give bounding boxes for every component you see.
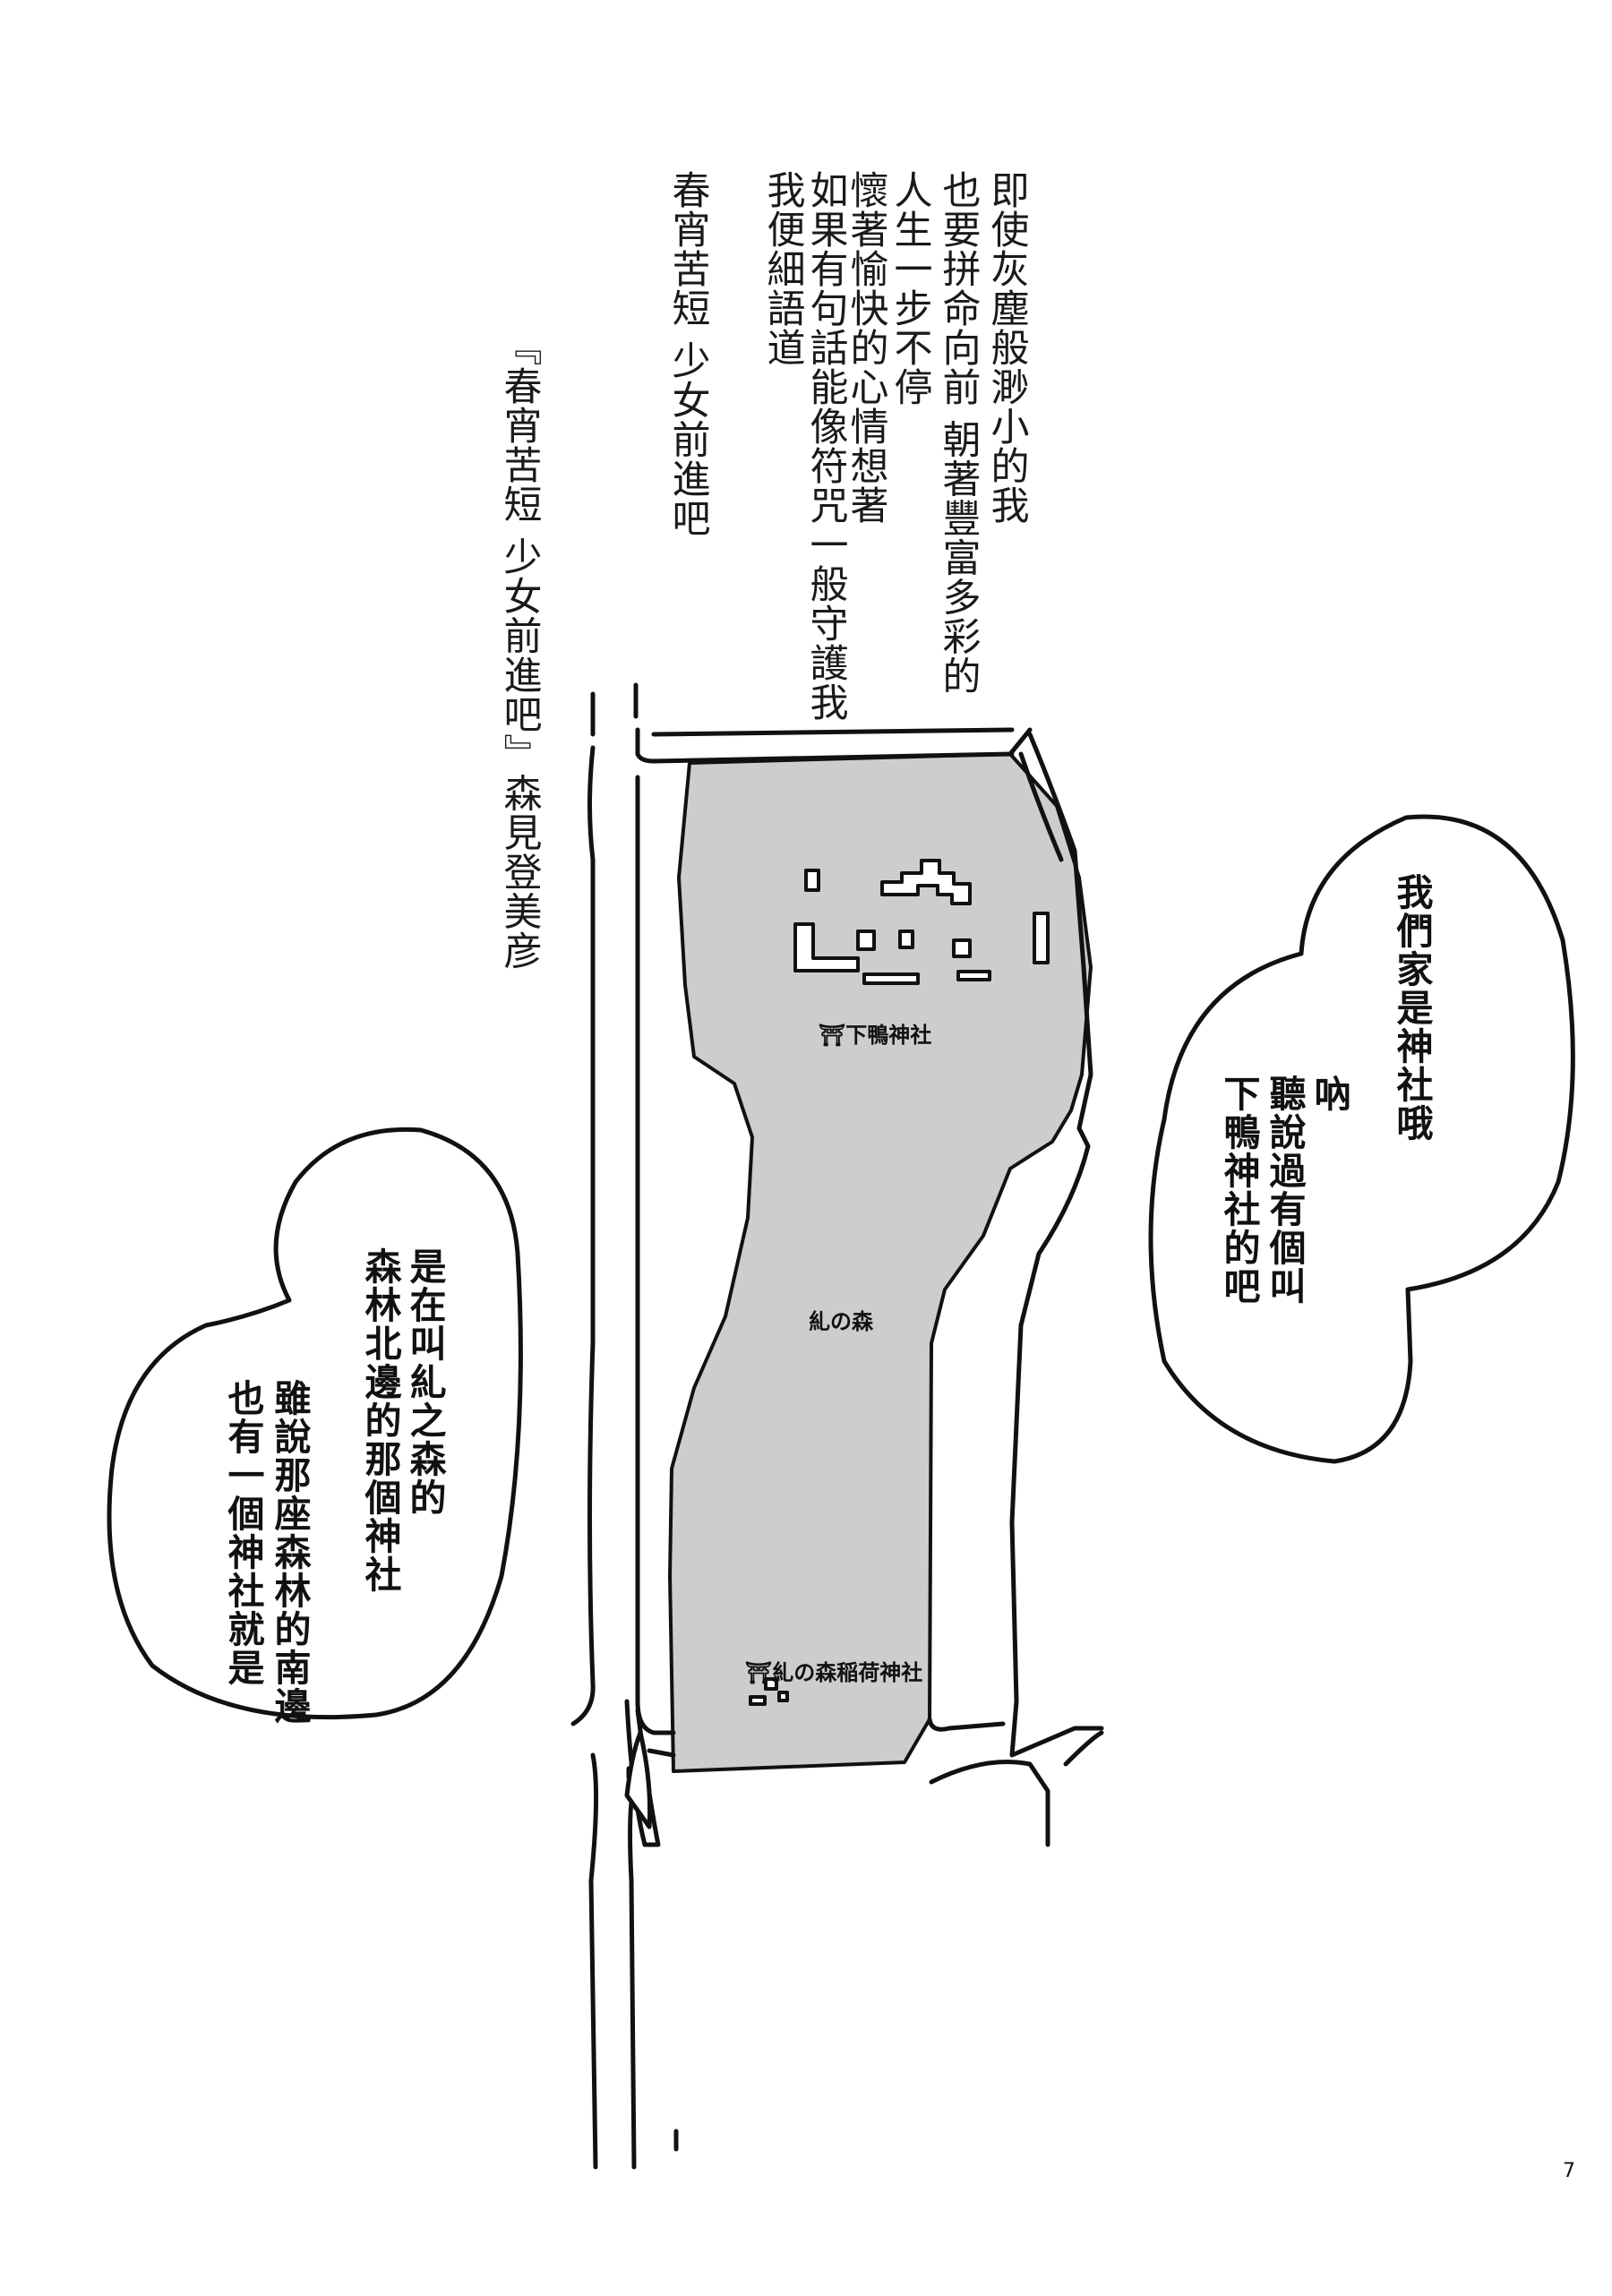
map-label-tadasu-forest: 糺の森 [809, 1309, 873, 1334]
poem-line-4: 懷著愉快的心情想著 [844, 170, 888, 525]
speech-bubble-right [1148, 814, 1575, 1464]
bubble-right-line-3: 聽說過有個叫 [1263, 1075, 1306, 1306]
map-label-shimogamo-shrine: ⛩下鴨神社 [818, 1023, 932, 1048]
poem-line-3: 人生一步不停 [887, 170, 932, 407]
page-number: 7 [1563, 2160, 1575, 2182]
forest-area [668, 752, 1093, 1773]
bubble-left-line-4: 也有一個神社就是 [221, 1379, 264, 1687]
speech-bubble-left [107, 1127, 523, 1720]
bubble-left-line-3: 雖說那座森林的南邊 [268, 1379, 311, 1726]
poem-citation: 『春宵苦短 少女前進吧』森見登美彦 [497, 327, 542, 971]
bubble-left-line-1: 是在叫糺之森的 [403, 1247, 446, 1517]
bubble-right-line-2: 吶 [1308, 1075, 1350, 1113]
bubble-right-line-4: 下鴨神社的吧 [1217, 1075, 1260, 1306]
roads [570, 682, 1104, 2170]
poem-line-1: 即使灰塵般渺小的我 [984, 170, 1029, 525]
poem-line-5: 如果有句話能像符咒一般守護我 [803, 170, 848, 722]
poem-line-2: 也要拼命向前 朝著豐富多彩的 [936, 170, 981, 696]
bubble-right-line-1: 我們家是神社哦 [1390, 873, 1433, 1143]
buildings-north [793, 859, 1050, 985]
poem-line-6: 我便細語道 [760, 170, 805, 367]
bubble-left-line-2: 森林北邊的那個神社 [358, 1247, 401, 1594]
map-label-inari-shrine: ⛩糺の森稲荷神社 [744, 1660, 923, 1685]
buildings-south [749, 1677, 789, 1706]
traffic-island [624, 1730, 653, 1829]
poem-line-7: 春宵苦短 少女前進吧 [665, 170, 710, 538]
